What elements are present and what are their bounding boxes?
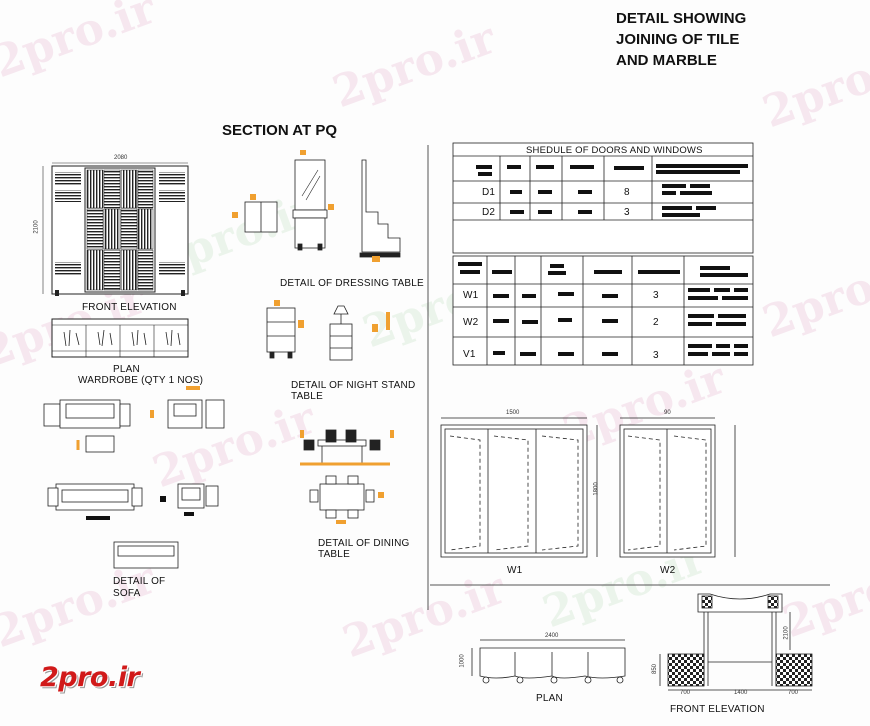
front-left-dim: 700 [680, 690, 691, 696]
bottom-front-elevation [659, 593, 813, 691]
site-logo[interactable]: 2pro.ir [40, 662, 140, 693]
front-mid-dim: 1400 [734, 690, 748, 696]
schedule-door-qty: 8 [624, 187, 630, 198]
w2-width-dim: 90 [664, 410, 671, 416]
dressing-table [232, 150, 401, 262]
schedule-window-qty: 2 [653, 317, 659, 328]
front-side-dim: 850 [652, 663, 659, 675]
plan-width-dim: 2400 [545, 633, 559, 639]
night-stand-caption-line1: DETAIL OF NIGHT STAND [291, 380, 416, 391]
bottom-plan [471, 639, 626, 684]
schedule-redacted-bars [458, 164, 748, 356]
schedule-door-label: D2 [482, 207, 496, 218]
sofa-caption-line2: SOFA [113, 588, 141, 599]
dining-table-caption-line1: DETAIL OF DINING [318, 538, 410, 549]
sofa-set [43, 386, 225, 569]
plan-depth-dim: 1000 [459, 654, 466, 668]
window-w2 [619, 417, 736, 558]
dining-table-caption-line2: TABLE [318, 549, 350, 560]
dressing-table-caption: DETAIL OF DRESSING TABLE [280, 278, 424, 289]
schedule-window-label: W2 [463, 317, 479, 328]
w2-label: W2 [660, 565, 676, 576]
schedule-window-qty: 3 [653, 350, 659, 361]
night-stand-caption-line2: TABLE [291, 391, 323, 402]
wardrobe-front-elevation [42, 162, 189, 296]
wardrobe-front-elevation-label: FRONT ELEVATION [82, 302, 177, 313]
schedule-window-qty: 3 [653, 290, 659, 301]
schedule-title: SHEDULE OF DOORS AND WINDOWS [526, 145, 703, 156]
title-detail-tile-line3: AND MARBLE [616, 52, 717, 69]
schedule-window-label: V1 [463, 349, 476, 360]
wardrobe-plan [51, 318, 189, 358]
window-w1 [440, 417, 598, 558]
title-detail-tile-line2: JOINING OF TILE [616, 31, 740, 48]
front-height-dim: 2100 [783, 626, 790, 640]
title-detail-tile-line1: DETAIL SHOWING [616, 10, 747, 27]
title-section-pq: SECTION AT PQ [222, 122, 338, 139]
schedule-door-qty: 3 [624, 207, 630, 218]
dining-table [300, 429, 394, 524]
night-stand [266, 300, 390, 361]
wardrobe-caption: WARDROBE (QTY 1 NOS) [78, 375, 204, 386]
schedule-window-label: W1 [463, 290, 479, 301]
w1-width-dim: 1500 [506, 410, 520, 416]
bottom-front-elevation-label: FRONT ELEVATION [670, 704, 765, 715]
sofa-caption-line1: DETAIL OF [113, 576, 166, 587]
schedule-table-doors [452, 142, 754, 254]
wardrobe-dim-height: 2100 [33, 220, 40, 234]
wardrobe-plan-label: PLAN [113, 364, 140, 375]
schedule-door-label: D1 [482, 187, 496, 198]
front-right-dim: 700 [788, 690, 799, 696]
w1-height-dim: 1800 [593, 482, 600, 496]
wardrobe-dim-width: 2080 [114, 155, 128, 161]
w1-label: W1 [507, 565, 523, 576]
bottom-plan-label: PLAN [536, 693, 563, 704]
